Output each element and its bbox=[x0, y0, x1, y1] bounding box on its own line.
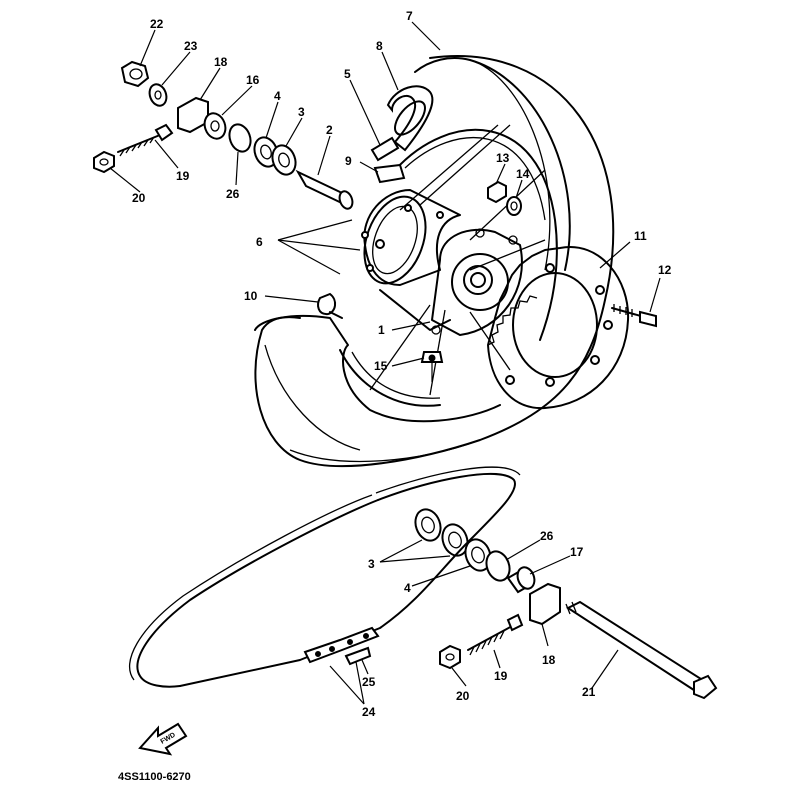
callout-26-upper: 26 bbox=[226, 187, 240, 201]
callout-15: 15 bbox=[374, 359, 388, 373]
callout-21: 21 bbox=[582, 685, 596, 699]
sprocket bbox=[487, 245, 630, 410]
callout-20-upper: 20 bbox=[132, 191, 146, 205]
bearing-upper-3 bbox=[271, 144, 297, 176]
spacer bbox=[295, 169, 354, 210]
callout-6: 6 bbox=[256, 235, 263, 249]
spacer-collar-lower bbox=[506, 566, 536, 594]
sprocket-nut bbox=[487, 180, 507, 204]
callout-3-lower: 3 bbox=[368, 557, 375, 571]
tire bbox=[254, 55, 615, 468]
chain-adjuster-upper bbox=[177, 96, 209, 134]
lock-washer bbox=[506, 196, 522, 216]
callout-5: 5 bbox=[344, 67, 351, 81]
valve-cap bbox=[317, 292, 336, 316]
callout-10: 10 bbox=[244, 289, 258, 303]
adjusting-bolt-upper bbox=[117, 123, 174, 157]
oil-seal-upper bbox=[228, 123, 252, 153]
axle-nut-upper bbox=[120, 60, 150, 88]
rim-strip bbox=[386, 85, 434, 152]
fwd-arrow-icon: FWD bbox=[138, 722, 188, 756]
hub bbox=[361, 189, 523, 336]
callout-23: 23 bbox=[184, 39, 198, 53]
locknut-lower bbox=[439, 644, 461, 670]
leader-lines bbox=[109, 21, 661, 705]
bearing-lower-3a bbox=[414, 508, 442, 542]
callout-14: 14 bbox=[516, 167, 530, 181]
callout-19-upper: 19 bbox=[176, 169, 190, 183]
spacer-collar-upper bbox=[203, 112, 227, 140]
callout-4-upper: 4 bbox=[274, 89, 281, 103]
rim-strip-opening bbox=[394, 100, 426, 136]
callout-2: 2 bbox=[326, 123, 333, 137]
axle bbox=[565, 600, 718, 700]
callout-25: 25 bbox=[362, 675, 376, 689]
callout-26-lower: 26 bbox=[540, 529, 554, 543]
oil-seal-lower bbox=[485, 550, 511, 582]
callout-18-lower: 18 bbox=[542, 653, 556, 667]
callout-24: 24 bbox=[362, 705, 376, 719]
callout-13: 13 bbox=[496, 151, 510, 165]
tube-valve bbox=[373, 163, 406, 184]
callout-3-upper: 3 bbox=[298, 105, 305, 119]
bearing-lower-4 bbox=[464, 538, 492, 572]
callout-9: 9 bbox=[345, 154, 352, 168]
callout-19-lower: 19 bbox=[494, 669, 508, 683]
callout-4-lower: 4 bbox=[404, 581, 411, 595]
callout-7: 7 bbox=[406, 9, 413, 23]
callout-labels: 22 23 18 16 4 3 2 7 8 5 19 20 26 9 13 14… bbox=[132, 9, 672, 719]
drawing-code: 4SS1100-6270 bbox=[118, 771, 191, 783]
drive-chain bbox=[129, 466, 521, 688]
rim-band bbox=[370, 136, 400, 162]
callout-11: 11 bbox=[634, 229, 647, 243]
adjusting-bolt-lower bbox=[467, 613, 524, 656]
chain-adjuster-lower bbox=[529, 582, 561, 626]
washer bbox=[148, 83, 168, 107]
callout-18-upper: 18 bbox=[214, 55, 228, 69]
callout-12: 12 bbox=[658, 263, 672, 277]
sprocket-bolt bbox=[611, 304, 657, 328]
callout-20-lower: 20 bbox=[456, 689, 470, 703]
callout-8: 8 bbox=[376, 39, 383, 53]
callout-1: 1 bbox=[378, 323, 385, 337]
callout-22: 22 bbox=[150, 17, 164, 31]
locknut-upper bbox=[93, 150, 115, 174]
callout-17: 17 bbox=[570, 545, 584, 559]
callout-16: 16 bbox=[246, 73, 260, 87]
